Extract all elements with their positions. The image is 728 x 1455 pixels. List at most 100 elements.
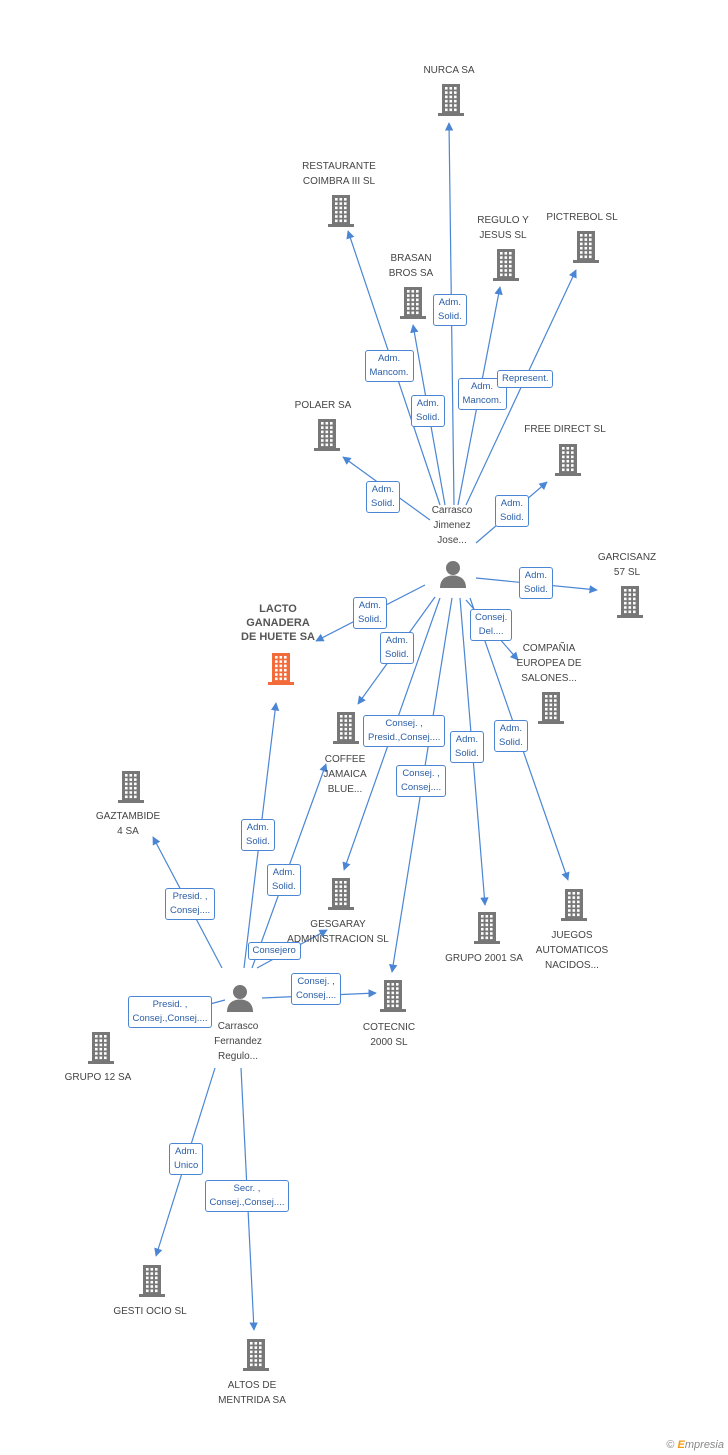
company-label-lacto: LACTO GANADERA DE HUETE SA [241, 602, 315, 644]
label-line: JESUS SL [479, 230, 527, 241]
relation-label-line: Adm. [455, 734, 478, 745]
company-building-icon-gaztambide[interactable] [117, 769, 145, 810]
relation-label-line: Solid. [246, 836, 270, 847]
label-line: PICTREBOL SL [546, 212, 618, 223]
company-building-icon-gesgaray[interactable] [327, 876, 355, 917]
relation-label-carrasco_regulo-altos[interactable]: Secr. , Consej.,Consej.... [204, 1180, 290, 1212]
relation-label-carrasco_jose-coffee[interactable]: Adm.Solid. [380, 632, 414, 664]
focus-company-building-icon-lacto[interactable] [267, 651, 295, 692]
relation-label-carrasco_jose-nurca[interactable]: Adm. Solid. [433, 294, 467, 326]
relation-label-line: Presid. , [172, 891, 208, 902]
relation-label-carrasco_jose-pictrebol[interactable]: Represent. [497, 370, 554, 388]
company-label-gaztambide: GAZTAMBIDE 4 SA [96, 809, 160, 839]
relation-label-carrasco_jose-freedirect[interactable]: Adm.Solid. [495, 495, 529, 527]
relation-label-line: Del.... [478, 626, 504, 637]
company-building-icon-brasan[interactable] [399, 285, 427, 326]
company-building-icon-cotecnic[interactable] [379, 978, 407, 1019]
company-building-icon-grupo12[interactable] [87, 1030, 115, 1071]
relation-label-carrasco_regulo-lacto[interactable]: Adm. Solid. [241, 819, 275, 851]
company-building-icon-polaer[interactable] [313, 417, 341, 458]
label-line: 4 SA [117, 826, 139, 837]
company-building-icon-regulo[interactable] [492, 247, 520, 288]
label-line: ADMINISTRACION SL [287, 934, 389, 945]
relation-label-carrasco_jose-compania[interactable]: Consej. Del.... [470, 609, 513, 641]
relation-label-line: Solid. [455, 748, 479, 759]
relation-label-carrasco_regulo-grupo12[interactable]: Presid. ,Consej.,Consej.... [127, 996, 213, 1028]
relation-label-line: Solid. [499, 737, 523, 748]
relation-label-carrasco_regulo-cotecnic[interactable]: Consej. ,Consej.... [291, 973, 342, 1005]
relation-label-line: Solid. [371, 498, 395, 509]
company-building-icon-pictrebol[interactable] [572, 229, 600, 270]
label-line: Carrasco [431, 505, 473, 516]
label-line: MENTRIDA SA [218, 1395, 286, 1406]
relation-label-line: Mancom. [369, 367, 409, 378]
relation-label-line: Consej.,Consej.... [132, 1013, 208, 1024]
relation-label-line: Consej. , [402, 768, 440, 779]
company-building-icon-juegos[interactable] [560, 887, 588, 928]
relation-label-line: Adm. [246, 822, 269, 833]
relation-label-line: Consej. , [297, 976, 335, 987]
relation-label-line: Solid. [500, 512, 524, 523]
company-building-icon-restaurante[interactable] [327, 193, 355, 234]
label-line: GESTI OCIO SL [113, 1306, 187, 1317]
company-building-icon-gestiocio[interactable] [138, 1263, 166, 1304]
label-line: COMPAÑIA [522, 643, 576, 654]
company-building-icon-coffee[interactable] [332, 710, 360, 751]
person-icon-carrasco_jose[interactable] [438, 559, 468, 594]
label-line: GAZTAMBIDE [95, 811, 161, 822]
relation-label-carrasco_jose-juegos[interactable]: Adm.Solid. [494, 720, 528, 752]
company-label-polaer: POLAER SA [295, 398, 352, 413]
company-building-icon-compania[interactable] [537, 690, 565, 731]
relation-label-carrasco_regulo-coffee[interactable]: Adm.Solid. [267, 864, 301, 896]
relation-label-carrasco_jose-garcisanz[interactable]: Adm.Solid. [519, 567, 553, 599]
company-label-gesgaray: GESGARAY ADMINISTRACION SL [287, 917, 389, 947]
label-line: Carrasco [217, 1021, 259, 1032]
label-line: BROS SA [388, 268, 434, 279]
company-building-icon-altos[interactable] [242, 1337, 270, 1378]
label-line: FREE DIRECT SL [524, 424, 606, 435]
company-building-icon-grupo2001[interactable] [473, 910, 501, 951]
relation-label-carrasco_regulo-gestiocio[interactable]: Adm.Unico [169, 1143, 204, 1175]
relation-label-line: Adm. [470, 381, 494, 392]
label-line: Jose... [437, 535, 467, 546]
relation-label-carrasco_jose-grupo2001[interactable]: Adm. Solid. [450, 731, 484, 763]
label-line: Fernandez [214, 1036, 262, 1047]
relation-label-carrasco_jose-gesgaray[interactable]: Consej. ,Presid.,Consej.... [363, 715, 446, 747]
relation-label-carrasco_regulo-gesgaray[interactable]: Consejero [247, 942, 301, 960]
label-line: GRUPO 12 SA [64, 1072, 132, 1083]
relation-label-carrasco_jose-restaurante[interactable]: Adm.Mancom. [364, 350, 414, 382]
relation-label-carrasco_jose-lacto[interactable]: Adm.Solid. [353, 597, 387, 629]
relation-label-line: Secr. , [233, 1183, 261, 1194]
relation-label-line: Solid. [524, 584, 548, 595]
label-line: DE HUETE SA [241, 631, 315, 643]
label-line: GESGARAY [310, 919, 366, 930]
relation-label-line: Adm. [358, 600, 381, 611]
relation-label-line: Adm. [416, 398, 439, 409]
label-line: LACTO [259, 603, 297, 615]
label-line: GANADERA [246, 617, 310, 629]
relation-label-line: Consej. [475, 612, 508, 623]
relation-label-carrasco_regulo-gaztambide[interactable]: Presid. ,Consej.... [165, 888, 216, 920]
relation-label-carrasco_jose-brasan[interactable]: Adm.Solid. [411, 395, 445, 427]
relation-label-carrasco_jose-polaer[interactable]: Adm.Solid. [366, 481, 400, 513]
person-icon-carrasco_regulo[interactable] [225, 983, 255, 1018]
company-label-gestiocio: GESTI OCIO SL [113, 1304, 186, 1319]
relation-label-line: Solid. [438, 311, 462, 322]
relation-label-line: Solid. [385, 649, 409, 660]
relation-label-line: Consej.,Consej.... [209, 1197, 285, 1208]
company-building-icon-nurca[interactable] [437, 82, 465, 123]
brand-name: mpresia [684, 1439, 724, 1451]
label-line: COFFEE [324, 754, 366, 765]
company-building-icon-garcisanz[interactable] [616, 584, 644, 625]
company-building-icon-freedirect[interactable] [554, 442, 582, 483]
relation-label-line: Adm. [438, 297, 461, 308]
relation-label-carrasco_jose-cotecnic[interactable]: Consej. ,Consej.... [396, 765, 447, 797]
company-label-freedirect: FREE DIRECT SL [524, 422, 606, 437]
